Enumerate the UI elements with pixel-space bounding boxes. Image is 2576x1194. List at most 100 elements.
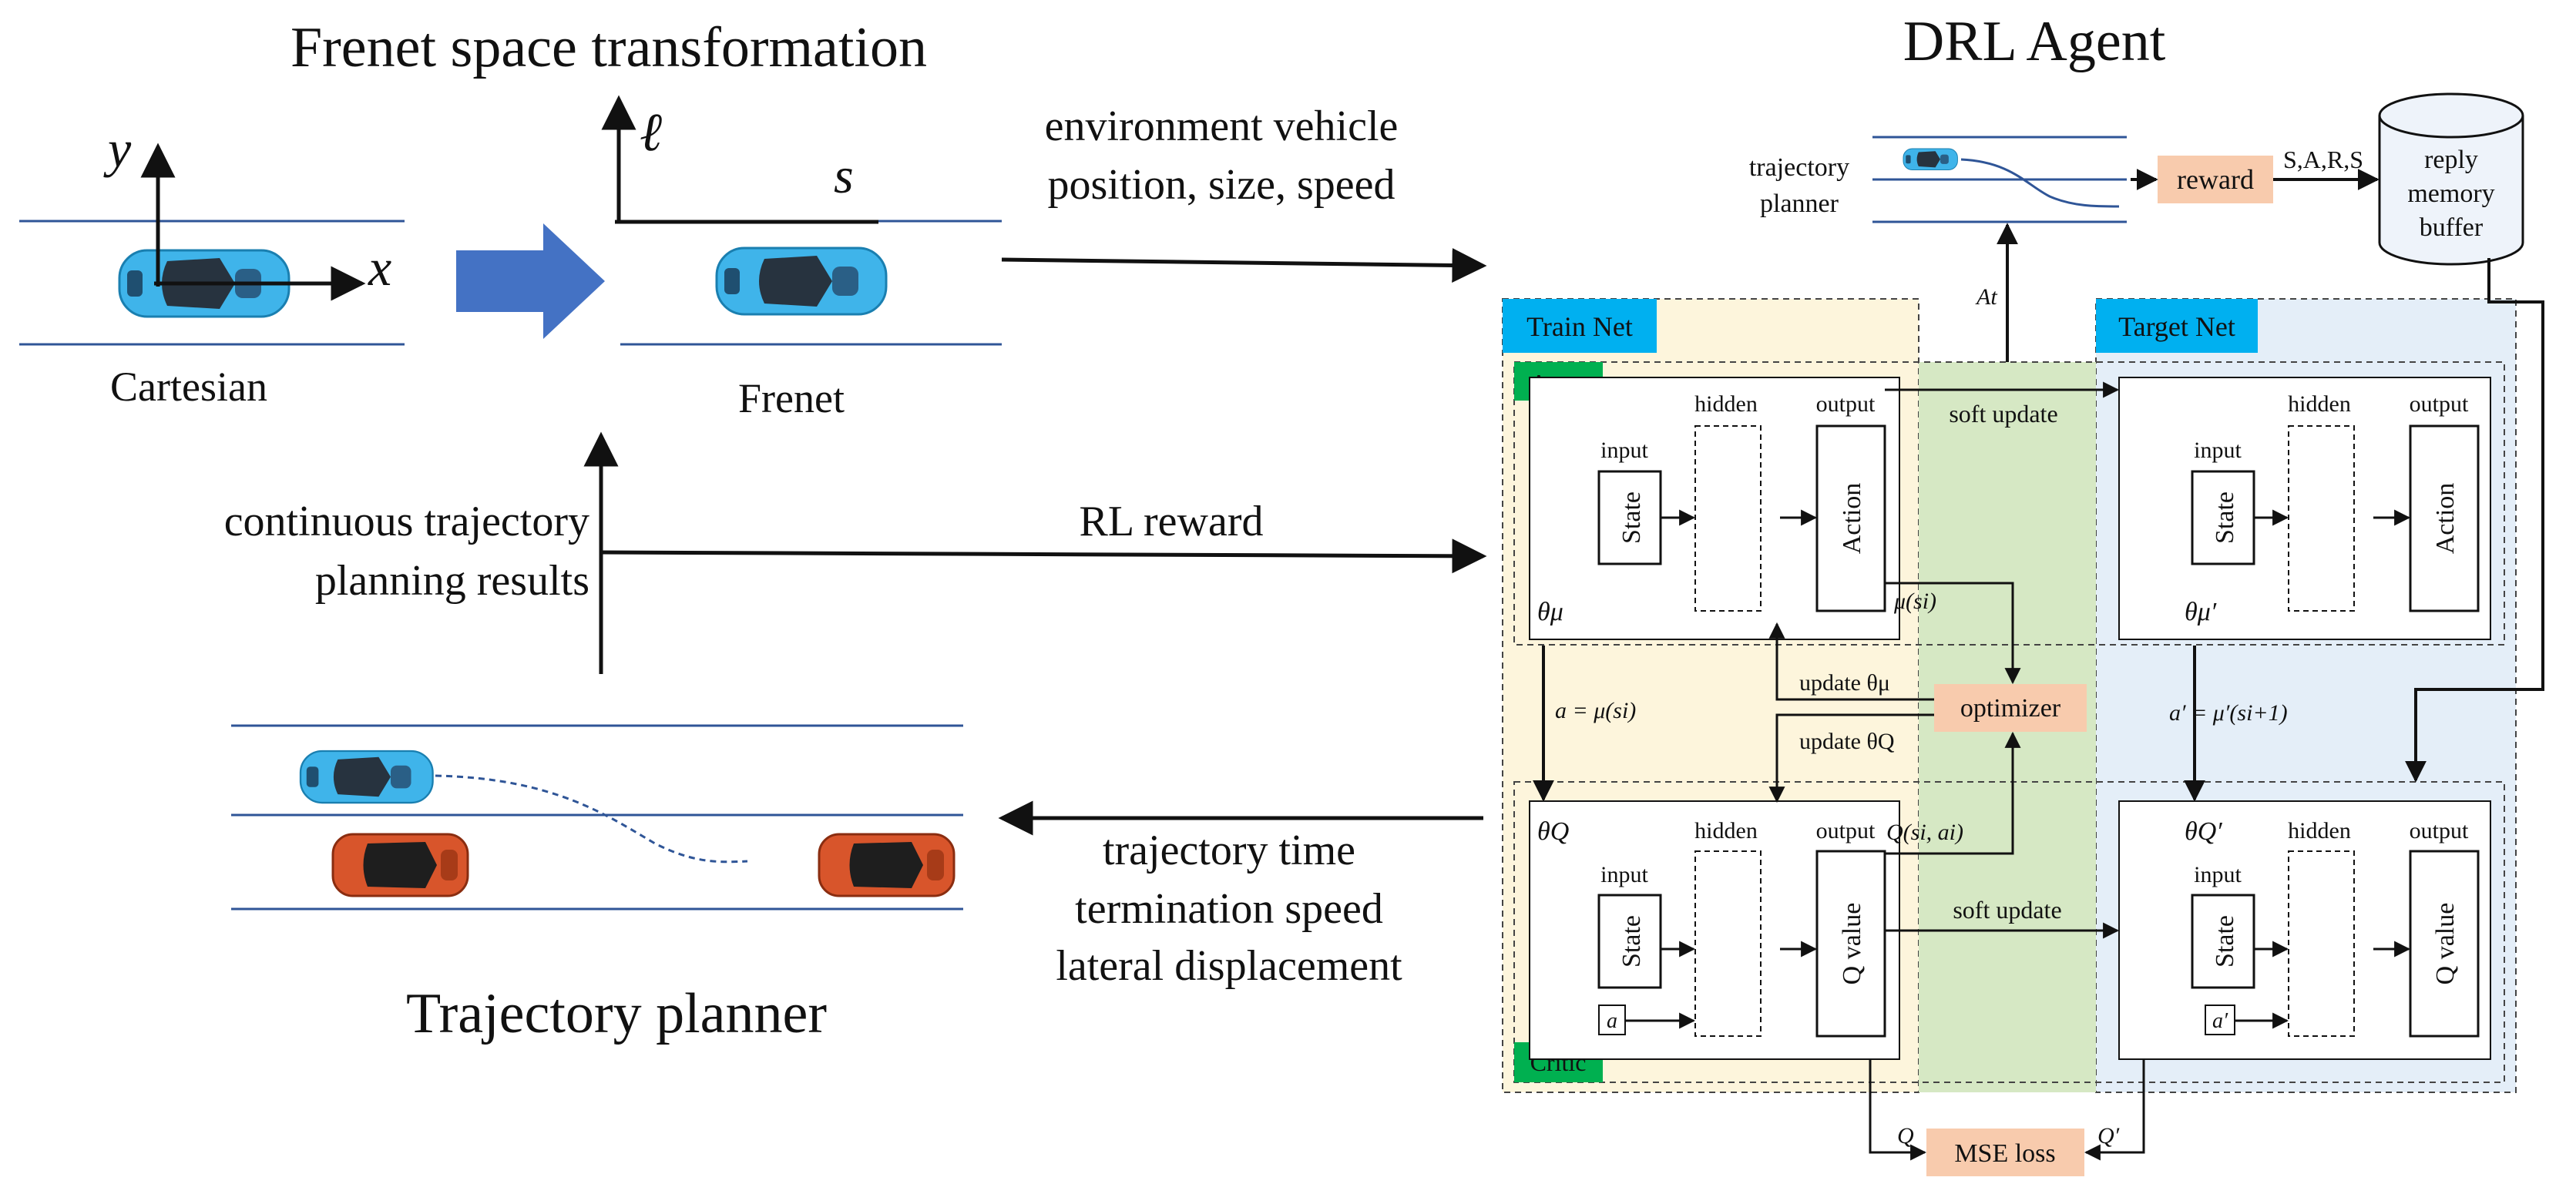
train-actor-theta: θμ: [1537, 598, 1563, 626]
target-critic-qvalue-label: Q value: [2431, 903, 2460, 985]
train-critic-hidden-box: [1694, 850, 1762, 1037]
target-critic-hidden-box: [2288, 850, 2355, 1037]
update-theta-q-label: update θQ: [1799, 729, 1895, 754]
train-critic-a-label: a: [1607, 1009, 1617, 1033]
planner-ego-car-icon: [299, 750, 434, 804]
planner-params-label-1: trajectory time: [1103, 827, 1355, 874]
reward-box: [2158, 156, 2273, 203]
replay-buffer-cylinder: [2378, 92, 2524, 266]
reward-box-label: reward: [2177, 164, 2254, 195]
buffer-label-3: buffer: [2420, 213, 2484, 242]
q-label: Q: [1897, 1123, 1914, 1149]
mu-si-label: μ(si): [1893, 589, 1936, 614]
target-critic-a-label: a′: [2212, 1009, 2228, 1033]
soft-update-bottom-label: soft update: [1953, 896, 2061, 924]
update-theta-q-arrow: [1768, 713, 1934, 803]
q-prime-label: Q′: [2097, 1123, 2120, 1149]
drl-section-title: DRL Agent: [1903, 10, 2166, 73]
drl-planner-trajectory: [1960, 158, 2120, 208]
target-actor-theta: θμ′: [2185, 598, 2217, 626]
train-actor-input-label: input: [1600, 438, 1648, 463]
cartesian-label: Cartesian: [110, 364, 267, 410]
target-critic-state-label: State: [2211, 915, 2239, 968]
planner-params-label-3: lateral displacement: [1056, 942, 1402, 990]
frenet-car-icon: [715, 247, 888, 316]
target-critic-a-box: [2205, 1005, 2235, 1035]
continuous-results-label-1: continuous trajectory: [224, 498, 589, 545]
mse-loss-box: [1926, 1129, 2084, 1176]
cartesian-x-label: x: [368, 238, 391, 297]
target-critic-theta: θQ′: [2185, 817, 2222, 846]
train-critic-theta: θQ: [1537, 817, 1569, 846]
train-critic-output-label: output: [1816, 818, 1876, 844]
buffer-label-1: reply: [2424, 146, 2478, 174]
q-to-optimizer-arrow: [1885, 731, 2021, 855]
q-prime-to-mse-arrow: [2084, 1059, 2145, 1161]
target-critic-qvalue-box: [2409, 850, 2480, 1038]
mse-loss-label: MSE loss: [1954, 1139, 2055, 1168]
train-critic-state-box: [1597, 894, 1662, 989]
drl-planner-label-2: planner: [1760, 189, 1839, 218]
drl-planner-label-1: trajectory: [1749, 153, 1849, 182]
target-critic-output-label: output: [2410, 818, 2469, 844]
target-actor-action-label: Action: [2431, 483, 2460, 555]
update-theta-mu-label: update θμ: [1799, 670, 1890, 696]
train-actor-hidden-label: hidden: [1694, 391, 1758, 417]
target-actor-hidden-label: hidden: [2288, 391, 2351, 417]
env-info-label-1: environment vehicle: [1045, 102, 1399, 150]
mu-to-optimizer-arrow: [1885, 582, 2021, 685]
critic-row-frame: [1513, 781, 2505, 1083]
train-critic-input-label: input: [1600, 862, 1648, 887]
env-info-label-2: position, size, speed: [1047, 161, 1395, 209]
env-info-arrow: [1001, 247, 1487, 283]
frenet-label: Frenet: [738, 375, 845, 421]
target-critic-state-box: [2191, 894, 2255, 989]
action-at-label: At: [1975, 284, 1997, 310]
transform-arrow: [456, 223, 605, 339]
frenet-s-label: s: [834, 148, 854, 204]
optimizer-box: [1934, 684, 2087, 732]
train-net-tag: [1503, 299, 1657, 353]
target-actor-state-label: State: [2211, 491, 2239, 544]
sars-label: S,A,R,S: [2283, 146, 2363, 173]
optimizer-label: optimizer: [1960, 694, 2061, 723]
target-actor-output-label: output: [2410, 391, 2469, 417]
target-actor-action-box: [2409, 424, 2480, 612]
rl-reward-arrow: [600, 538, 1487, 574]
trajectory-planner-title: Trajectory planner: [406, 982, 827, 1045]
train-critic-qvalue-label: Q value: [1838, 903, 1866, 985]
planner-obstacle-car-1-icon: [331, 833, 469, 897]
a-eq-label: a = μ(si): [1555, 698, 1636, 723]
cartesian-y-label: y: [103, 119, 132, 178]
target-critic-hidden-label: hidden: [2288, 818, 2351, 844]
target-net-tag: [2096, 299, 2258, 353]
train-actor-hidden-box: [1694, 425, 1762, 612]
train-actor-output-label: output: [1816, 391, 1876, 417]
train-net-tag-label: Train Net: [1526, 311, 1633, 342]
target-actor-state-box: [2191, 470, 2255, 565]
q-si-ai-label: Q(si, ai): [1886, 820, 1963, 845]
train-critic-state-label: State: [1617, 915, 1646, 968]
train-actor-action-label: Action: [1838, 483, 1866, 555]
target-actor-hidden-box: [2288, 425, 2355, 612]
frenet-section-title: Frenet space transformation: [291, 16, 927, 79]
train-actor-state-label: State: [1617, 491, 1646, 544]
soft-update-top-label: soft update: [1949, 400, 2057, 428]
buffer-to-target-arrow: [2405, 258, 2544, 783]
frenet-l-label: ℓ: [640, 103, 662, 163]
target-net-tag-label: Target Net: [2118, 311, 2235, 342]
update-theta-mu-arrow: [1768, 622, 1934, 701]
target-actor-input-label: input: [2194, 438, 2242, 463]
a-prime-eq-label: a′ = μ′(si+1): [2169, 700, 2288, 726]
q-to-mse-arrow: [1869, 1059, 1927, 1161]
planned-trajectory-curve: [435, 774, 748, 864]
continuous-results-label-2: planning results: [315, 557, 589, 605]
rl-reward-label: RL reward: [1080, 498, 1264, 545]
target-critic-input-label: input: [2194, 862, 2242, 887]
train-critic-hidden-label: hidden: [1694, 818, 1758, 844]
buffer-label-2: memory: [2407, 179, 2494, 208]
planner-params-label-2: termination speed: [1075, 885, 1383, 933]
drl-planner-car-icon: [1903, 148, 1958, 171]
planner-obstacle-car-2-icon: [818, 833, 956, 897]
